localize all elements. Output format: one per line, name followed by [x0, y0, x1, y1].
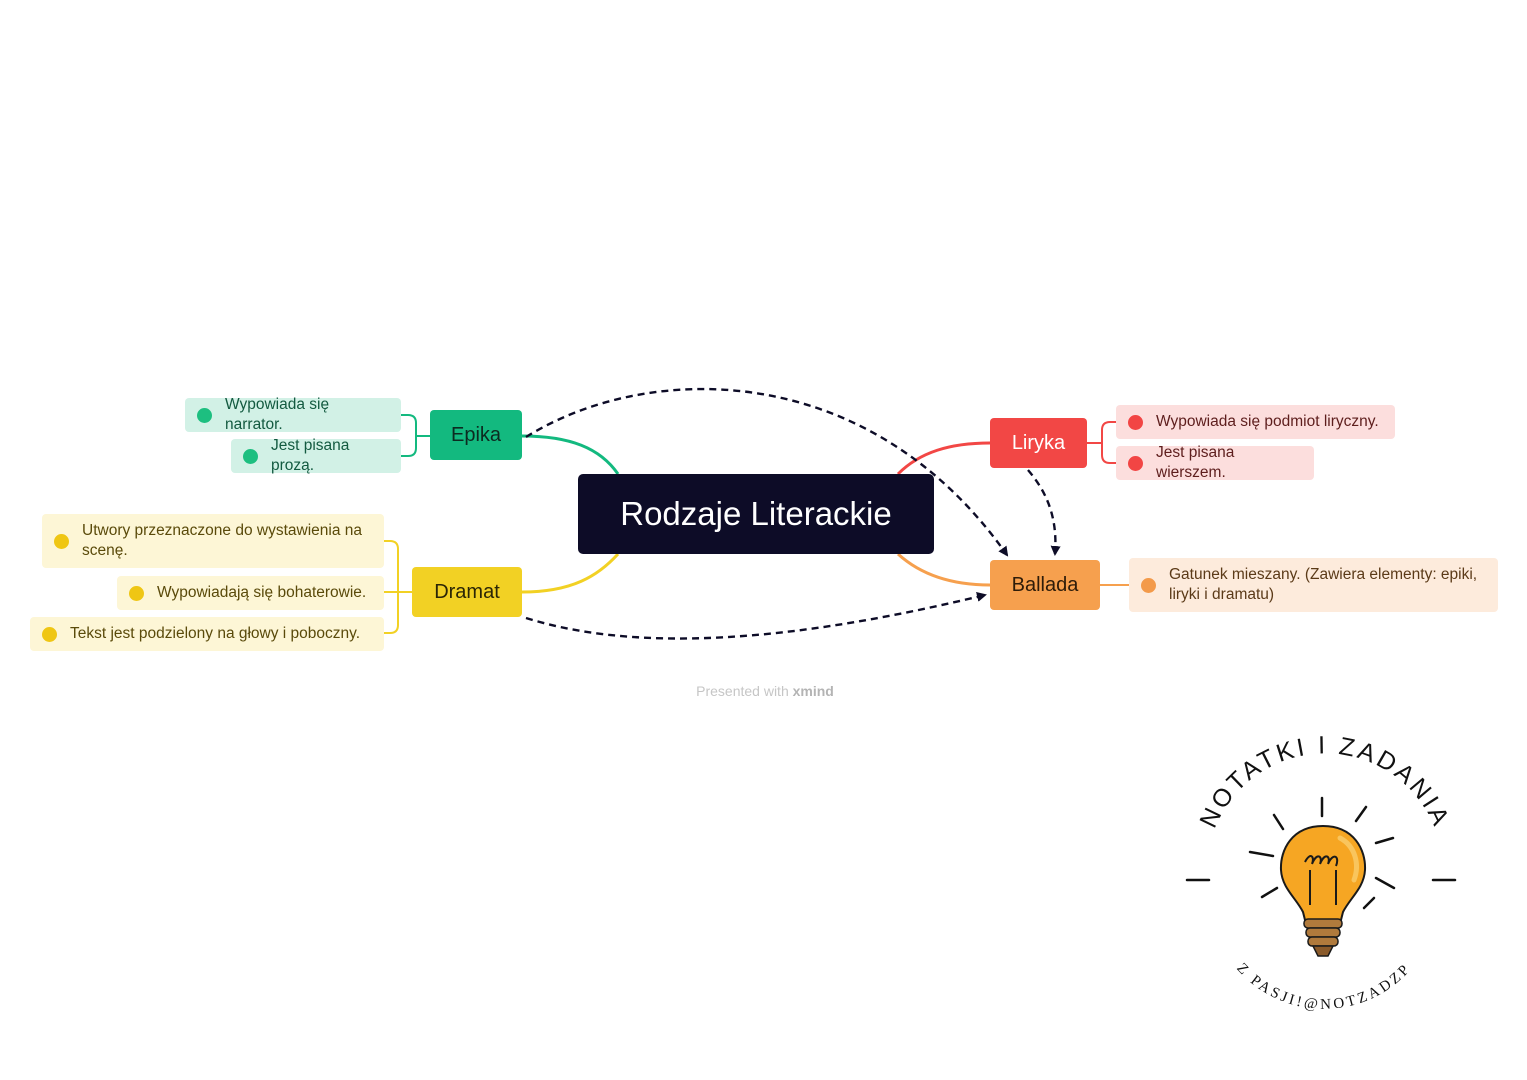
leaf-label: Jest pisana wierszem.	[1156, 444, 1235, 481]
bullet-dot-icon	[1128, 414, 1143, 430]
relationship-arrow-epika-ballada	[525, 387, 1009, 557]
leaf-dramat-1[interactable]: Utwory przeznaczone do wystawienia na sc…	[42, 514, 384, 568]
watermark-prefix: Presented with	[696, 683, 789, 699]
leaf-label: Wypowiadają się bohaterowie.	[157, 584, 367, 601]
bullet-dot-icon	[42, 626, 57, 642]
leaf-label: Tekst jest podzielony na głowy i poboczn…	[70, 625, 361, 642]
leaf-bracket-liryka	[1087, 421, 1116, 464]
leaf-label: Utwory przeznaczone do wystawienia na sc…	[82, 522, 362, 559]
leaf-ballada-1[interactable]: Gatunek mieszany. (Zawiera elementy: epi…	[1129, 558, 1498, 612]
central-topic[interactable]: Rodzaje Literackie	[578, 474, 934, 554]
leaf-label: Jest pisana prozą.	[271, 437, 350, 474]
bullet-dot-icon	[54, 533, 69, 549]
bullet-dot-icon	[129, 585, 144, 601]
bullet-dot-icon	[1141, 577, 1156, 593]
branch-line-dramat	[521, 552, 620, 594]
bullet-dot-icon	[1128, 455, 1143, 471]
leaf-dramat-2[interactable]: Wypowiadają się bohaterowie.	[117, 576, 384, 610]
relationship-arrow-liryka-ballada	[1027, 469, 1061, 556]
leaf-label: Gatunek mieszany. (Zawiera elementy: epi…	[1169, 566, 1478, 603]
leaf-bracket-dramat	[384, 540, 412, 634]
logo-rays	[1185, 796, 1457, 910]
leaf-dramat-3[interactable]: Tekst jest podzielony na głowy i poboczn…	[30, 617, 384, 651]
bullet-dot-icon	[197, 407, 212, 423]
lightbulb-icon	[1279, 824, 1367, 957]
leaf-epika-2[interactable]: Jest pisana prozą.	[231, 437, 401, 474]
watermark-brand: xmind	[792, 683, 834, 699]
leaf-label: Wypowiada się podmiot liryczny.	[1156, 413, 1379, 430]
branch-line-epika	[521, 434, 620, 475]
topic-ballada[interactable]: Ballada	[990, 560, 1100, 610]
topic-epika[interactable]: Epika	[430, 410, 522, 460]
presented-with-watermark: Presented with xmind	[600, 683, 930, 699]
logo-arc-bottom: Z PASJI!@NOTZADZP	[1233, 960, 1414, 1013]
leaf-label: Wypowiada się narrator.	[225, 396, 330, 433]
logo-arc-top: NOTATKI I ZADANIA	[1194, 731, 1455, 832]
branch-line-ballada	[896, 552, 991, 587]
topic-dramat[interactable]: Dramat	[412, 567, 522, 617]
leaf-bracket-epika	[401, 414, 430, 457]
leaf-liryka-1[interactable]: Wypowiada się podmiot liryczny.	[1116, 405, 1395, 439]
bullet-dot-icon	[243, 448, 258, 464]
relationship-arrow-dramat-ballada	[525, 592, 987, 640]
branch-line-liryka	[896, 441, 991, 476]
leaf-epika-1[interactable]: Wypowiada się narrator.	[185, 396, 401, 433]
leaf-liryka-2[interactable]: Jest pisana wierszem.	[1116, 444, 1314, 481]
topic-liryka[interactable]: Liryka	[990, 418, 1087, 468]
